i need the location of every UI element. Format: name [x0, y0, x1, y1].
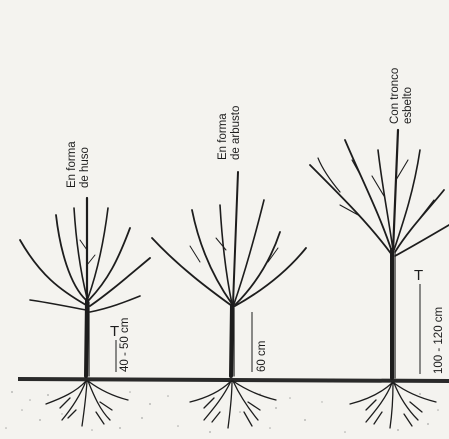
- tree-arbusto-branch: [233, 172, 238, 304]
- tree-tronco-esbelto-title-line1: Con tronco: [389, 68, 401, 124]
- tree-arbusto-roots: [190, 381, 276, 428]
- tree-huso-branch: [74, 208, 87, 298]
- tree-tronco-esbelto-trunk-marker: T: [414, 267, 423, 284]
- tree-huso-title: En forma de huso: [66, 141, 91, 188]
- tree-arbusto-trunk-height-label: 60 cm: [256, 341, 268, 372]
- tree-arbusto-title-line1: En forma: [217, 113, 229, 160]
- tree-huso-title-line2: de huso: [79, 147, 91, 188]
- tree-arbusto-branch: [152, 238, 232, 306]
- tree-arbusto-title: En forma de arbusto: [217, 106, 242, 160]
- tree-huso-branch: [90, 296, 140, 312]
- tree-tronco-esbelto-title-line2: esbelto: [402, 87, 414, 124]
- tree-huso-trunk-height-label: 40 - 50 cm: [119, 318, 131, 372]
- tree-tronco-esbelto-roots: [350, 383, 436, 428]
- tree-huso-title-line1: En forma: [66, 141, 78, 188]
- tree-huso-trunk: [86, 300, 87, 376]
- tree-huso-roots: [46, 381, 128, 426]
- tree-huso-trunk-marker: T: [110, 323, 119, 340]
- tree-tronco-esbelto-title: Con tronco esbelto: [389, 68, 414, 124]
- tree-arbusto-trunk: [231, 305, 232, 376]
- tree-arbusto: [152, 172, 306, 428]
- tree-tronco-esbelto-leader: [393, 130, 398, 252]
- tree-tronco-esbelto-trunk-height: 100 - 120 cm: [433, 307, 445, 374]
- tree-tronco-esbelto-branch: [310, 165, 392, 255]
- tree-arbusto-trunk-height: 60 cm: [256, 341, 268, 372]
- tree-huso-branch: [90, 258, 150, 306]
- tree-huso-branch: [30, 300, 86, 310]
- tree-huso-trunk-height: 40 - 50 cm: [119, 318, 131, 372]
- tree-arbusto-branch: [235, 232, 280, 305]
- tree-huso-branch: [88, 208, 108, 298]
- tree-tronco-esbelto: [310, 130, 449, 428]
- tree-arbusto-branch: [192, 210, 232, 304]
- tree-huso-branch: [20, 240, 86, 305]
- tree-arbusto-title-line2: de arbusto: [230, 106, 242, 160]
- tree-huso-branch: [89, 228, 130, 300]
- tree-tronco-esbelto-trunk-height-label: 100 - 120 cm: [433, 307, 445, 374]
